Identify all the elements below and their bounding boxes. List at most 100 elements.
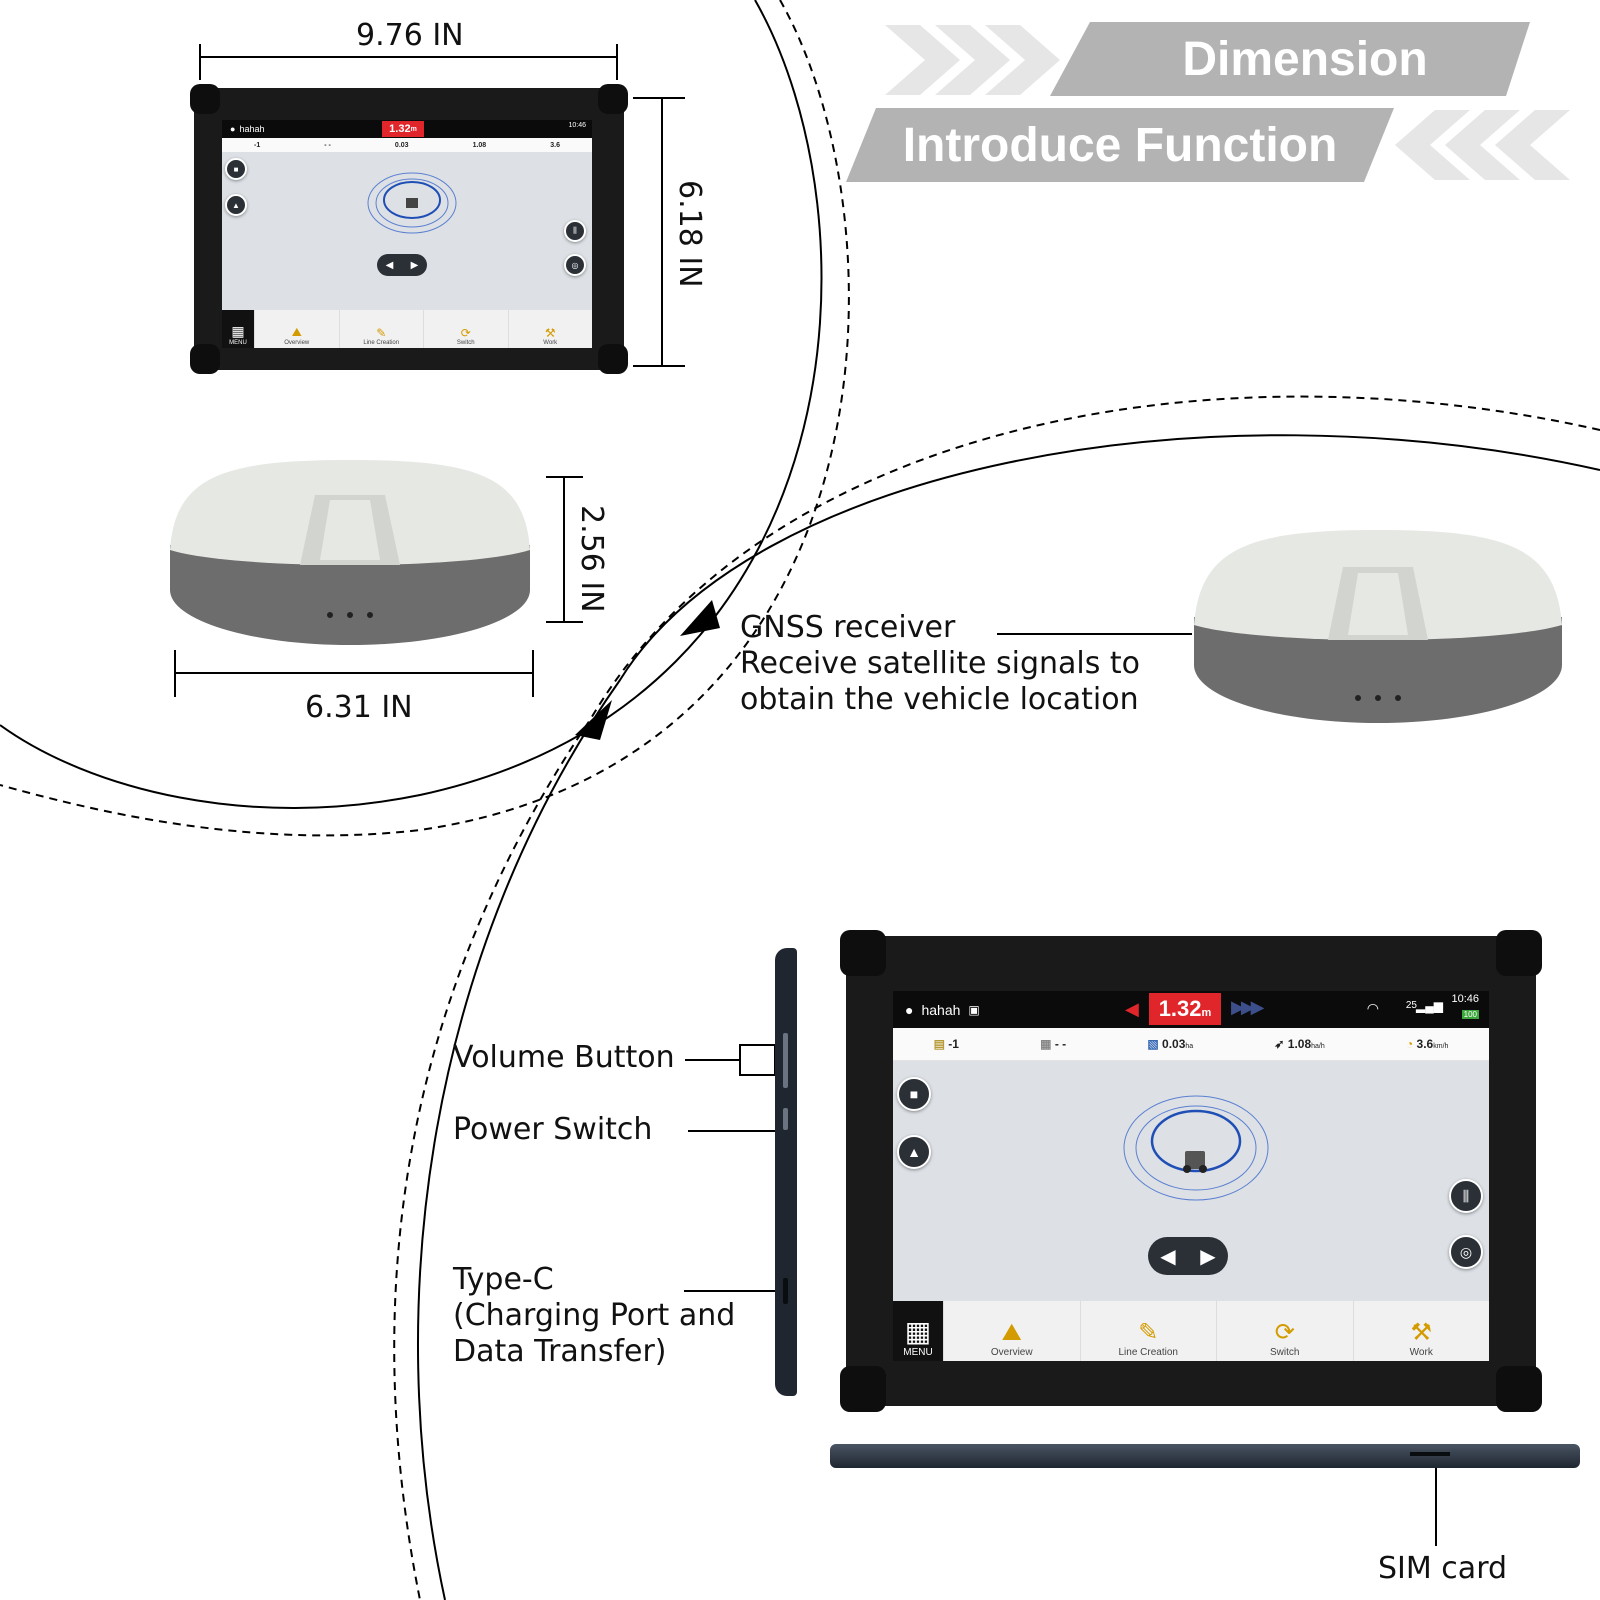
direction-right-arrows-icon: ▶▶▶ bbox=[1231, 997, 1264, 1017]
volume-button-label: Volume Button bbox=[453, 1040, 675, 1075]
gnss-desc-line-1: Receive satellite signals to bbox=[740, 646, 1141, 681]
bottom-nav: ▦ MENU ⛰Overview ✎Line Creation ⟳Switch … bbox=[222, 310, 592, 348]
tab-switch[interactable]: ⟳Switch bbox=[1216, 1301, 1353, 1361]
type-c-callout: Type-C (Charging Port and Data Transfer) bbox=[453, 1262, 735, 1370]
grid-icon: ▦ bbox=[1040, 1037, 1052, 1051]
tablet-width-label: 9.76 IN bbox=[356, 18, 464, 53]
tab-overview[interactable]: ⛰Overview bbox=[254, 310, 339, 348]
shift-right-icon: ▶ bbox=[410, 259, 419, 271]
grid-menu-icon: ▦ bbox=[231, 323, 245, 339]
corner-bumper bbox=[840, 1366, 886, 1412]
lane-button[interactable]: ⫼ bbox=[1449, 1179, 1483, 1213]
field-metric: ▤ -1 bbox=[933, 1037, 959, 1051]
corner-bumper bbox=[840, 930, 886, 976]
field-value: -1 bbox=[254, 141, 261, 149]
switch-icon: ⟳ bbox=[460, 326, 471, 340]
corner-bumper bbox=[190, 84, 220, 114]
introduce-function-banner: Introduce Function bbox=[846, 108, 1394, 182]
tab-switch[interactable]: ⟳Switch bbox=[423, 310, 508, 348]
location-name: hahah bbox=[921, 1001, 961, 1018]
grid-metric: ▦ - - bbox=[1040, 1037, 1067, 1051]
field-icon: ▤ bbox=[933, 1037, 945, 1051]
chevrons-left-icon bbox=[1395, 110, 1570, 180]
focus-button[interactable]: ◎ bbox=[1449, 1235, 1483, 1269]
area-icon: ▧ bbox=[1147, 1037, 1159, 1051]
tab-overview[interactable]: ⛰Overview bbox=[943, 1301, 1080, 1361]
rate-icon: ➶ bbox=[1274, 1037, 1285, 1051]
area-metric: ▧ 0.03ha bbox=[1147, 1037, 1194, 1051]
wifi-icon: ◠ bbox=[1366, 1000, 1379, 1016]
menu-button[interactable]: ▦ MENU bbox=[893, 1301, 943, 1361]
shift-right-icon: ▶ bbox=[1200, 1245, 1216, 1268]
power-switch-label: Power Switch bbox=[453, 1112, 653, 1147]
location-name: hahah bbox=[239, 124, 265, 134]
gnss-title: GNSS receiver bbox=[740, 610, 956, 645]
area-value: 0.03 bbox=[394, 141, 409, 149]
shift-left-icon: ◀ bbox=[385, 259, 394, 271]
tablet-bottom-profile bbox=[830, 1444, 1580, 1468]
menu-button[interactable]: ▦ MENU bbox=[222, 310, 254, 348]
clock: 10:46 bbox=[1451, 993, 1479, 1005]
tab-line-creation[interactable]: ✎Line Creation bbox=[338, 310, 424, 348]
location-pin-icon: ● bbox=[905, 1001, 914, 1018]
tab-work[interactable]: ⚒Work bbox=[1352, 1301, 1490, 1361]
type-c-title: Type-C bbox=[453, 1262, 554, 1297]
overview-icon: ⛰ bbox=[291, 325, 302, 339]
focus-button[interactable]: ◎ bbox=[564, 254, 586, 276]
battery-level: 100 bbox=[1461, 1010, 1479, 1019]
signal-icon: ▂▄▆ bbox=[1416, 999, 1443, 1013]
work-icon: ⚒ bbox=[544, 326, 556, 340]
type-c-desc-line-2: Data Transfer) bbox=[453, 1334, 667, 1369]
type-c-port bbox=[783, 1278, 788, 1304]
shift-control[interactable]: ◀▶ bbox=[1148, 1237, 1228, 1275]
clock: 10:46 bbox=[568, 122, 586, 129]
metrics-bar: -1 - - 0.03 1.08 3.6 bbox=[222, 138, 592, 152]
power-switch bbox=[783, 1108, 788, 1130]
navigation-arrow-icon: ▲ bbox=[907, 1144, 921, 1160]
lane-button[interactable]: ⫼ bbox=[564, 220, 586, 242]
switch-icon: ⟳ bbox=[1274, 1319, 1295, 1346]
overview-icon: ⛰ bbox=[1001, 1319, 1022, 1346]
shift-left-icon: ◀ bbox=[1160, 1245, 1176, 1268]
corner-bumper bbox=[1496, 1366, 1542, 1412]
navigate-button[interactable]: ▲ bbox=[225, 194, 247, 216]
lane-icon: ⫼ bbox=[1462, 1187, 1470, 1204]
corner-bumper bbox=[598, 344, 628, 374]
sim-card-label: SIM card bbox=[1378, 1551, 1508, 1586]
tab-line-creation[interactable]: ✎Line Creation bbox=[1079, 1301, 1217, 1361]
type-c-desc-line-1: (Charging Port and bbox=[453, 1298, 736, 1333]
lane-icon: ⫼ bbox=[573, 226, 577, 235]
vehicle-position-map bbox=[1123, 1095, 1269, 1201]
corner-bumper bbox=[1496, 930, 1542, 976]
focus-icon: ◎ bbox=[1459, 1243, 1473, 1260]
gnss-desc-line-2: obtain the vehicle location bbox=[740, 682, 1139, 717]
navigate-button[interactable]: ▲ bbox=[897, 1135, 931, 1169]
corner-bumper bbox=[598, 84, 628, 114]
gnss-callout: GNSS receiver Receive satellite signals … bbox=[740, 610, 1140, 718]
work-icon: ⚒ bbox=[1410, 1319, 1432, 1346]
metrics-bar: ▤ -1 ▦ - - ▧ 0.03ha ➶ 1.08ha/h ◔ 3.6km/h bbox=[893, 1028, 1489, 1061]
camera-button[interactable]: ■ bbox=[225, 158, 247, 180]
camera-icon: ■ bbox=[909, 1086, 919, 1102]
shift-control[interactable]: ◀▶ bbox=[377, 254, 427, 276]
gnss-receiver-large bbox=[1194, 530, 1562, 723]
camera-icon: ■ bbox=[233, 164, 239, 174]
line-creation-icon: ✎ bbox=[376, 326, 387, 340]
camera-button[interactable]: ■ bbox=[897, 1077, 931, 1111]
tablet-height-label: 6.18 IN bbox=[672, 180, 707, 288]
line-creation-icon: ✎ bbox=[1138, 1319, 1159, 1346]
dimension-title: Dimension bbox=[1182, 32, 1428, 86]
vehicle-position-map bbox=[367, 172, 457, 234]
direction-left-icon: ◀ bbox=[1125, 999, 1139, 1019]
navigation-arrow-icon: ▲ bbox=[232, 200, 240, 210]
screen-cast-icon: ▣ bbox=[968, 1002, 980, 1017]
arrow-up-icon bbox=[575, 700, 612, 740]
tab-work[interactable]: ⚒Work bbox=[507, 310, 593, 348]
